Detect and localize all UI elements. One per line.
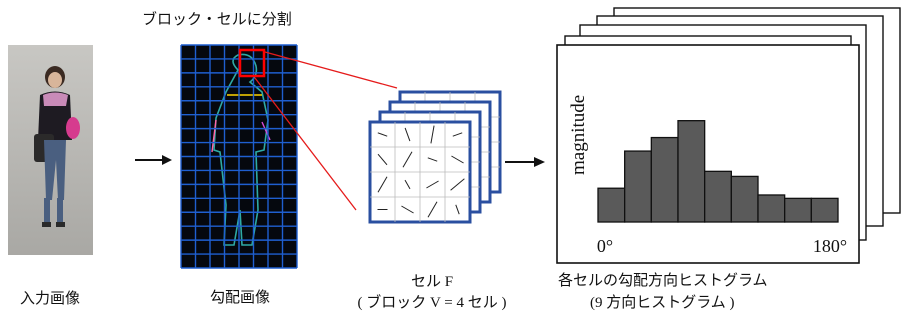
gradient-arrow [430, 125, 435, 144]
cell-grid-layer [368, 120, 472, 224]
selected-block [238, 48, 266, 78]
histogram-bar [730, 175, 759, 223]
gradient-arrow [402, 151, 413, 168]
gradient-arrow [404, 179, 411, 190]
gradient-arrow [401, 205, 414, 214]
y-axis-label: magnitude [568, 95, 589, 175]
histogram-bar [624, 150, 652, 223]
block-cell-split-label: ブロック・セルに分割 [142, 10, 292, 28]
cell-stack [368, 90, 502, 224]
gradient-arrow [455, 204, 460, 215]
histogram-bar [650, 136, 679, 223]
callout-line-bottom [254, 77, 357, 211]
histogram-bar [784, 197, 812, 223]
block-note-label: ( ブロック V = 4 セル ) [357, 293, 506, 311]
histogram-bar [810, 197, 839, 223]
gradient-arrow [451, 155, 464, 164]
histogram-bar [704, 170, 732, 223]
cell-f-label: セル F [411, 274, 453, 290]
right-arrow-icon [135, 155, 172, 165]
gradient-arrow [426, 180, 439, 189]
callout-line-top [264, 51, 398, 89]
gradient-arrow [450, 178, 465, 191]
gradient-image [180, 44, 298, 269]
gradient-arrow [452, 132, 463, 137]
histogram-bar [677, 120, 706, 223]
gradient-arrow [377, 176, 388, 193]
gradient-arrow [427, 201, 438, 218]
histogram-bar [757, 194, 786, 223]
x-tick-label-start: 0° [597, 236, 613, 256]
gradient-arrow [427, 157, 438, 162]
histogram-chart: magnitude 0° 180° [556, 44, 860, 264]
histogram-caption: 各セルの勾配方向ヒストグラム [558, 271, 768, 289]
gradient-arrow [404, 127, 411, 142]
histogram-bar [597, 187, 626, 223]
gradient-arrow [377, 132, 388, 137]
right-arrow-icon [505, 157, 545, 167]
input-image-label: 入力画像 [20, 289, 80, 307]
gradient-arrow [377, 153, 388, 166]
histogram-caption-note: (9 方向ヒストグラム ) [590, 294, 735, 311]
x-tick-label-end: 180° [813, 236, 847, 256]
input-image [8, 45, 93, 255]
gradient-image-label: 勾配画像 [210, 288, 270, 306]
